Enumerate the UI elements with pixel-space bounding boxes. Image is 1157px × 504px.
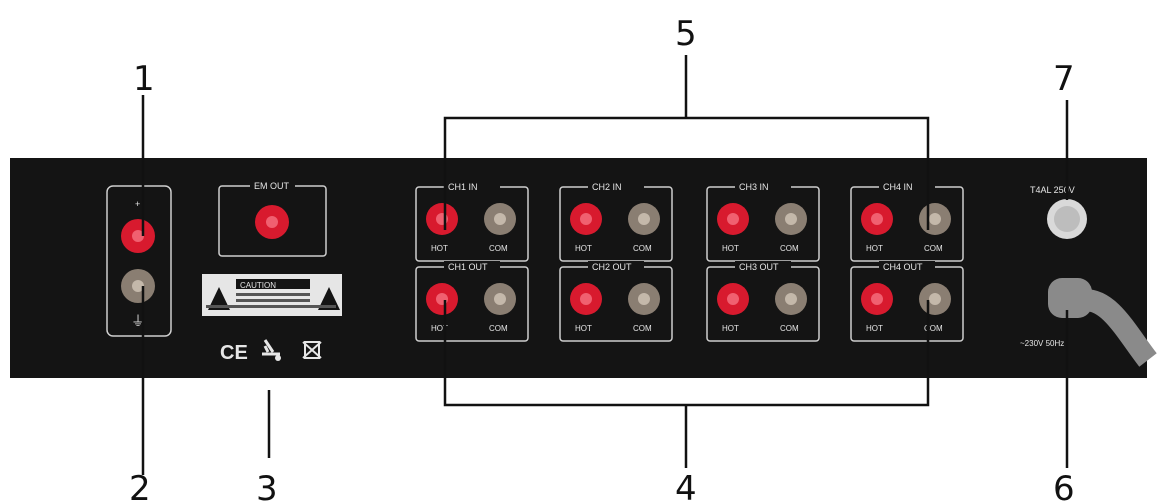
terminal-core <box>580 293 592 305</box>
bin-icon <box>302 341 322 359</box>
caution-label-plate: CAUTION <box>202 274 342 316</box>
hot-label: HOT <box>722 324 739 333</box>
terminal-core <box>871 293 883 305</box>
ground-icon: ⏚ <box>131 313 145 329</box>
terminal-core <box>638 213 650 225</box>
terminal-core <box>494 213 506 225</box>
com-label: COM <box>780 244 799 253</box>
terminal-core <box>494 293 506 305</box>
channel-label: CH1 OUT <box>448 262 488 272</box>
callout-number-1: 1 <box>133 59 155 99</box>
callout-number-5: 5 <box>675 14 697 54</box>
channel-label: CH2 IN <box>592 182 622 192</box>
mains-voltage-label: ~230V 50Hz <box>1020 339 1064 348</box>
terminal-core <box>727 293 739 305</box>
power-cord-strain-relief <box>1048 278 1092 318</box>
power-input-plus-label: + <box>135 199 140 209</box>
terminal-core <box>785 213 797 225</box>
caution-text: CAUTION <box>240 281 276 290</box>
fuse-group: T4AL 250V <box>1030 185 1087 239</box>
callout-lines <box>141 55 1069 475</box>
hot-label: HOT <box>575 324 592 333</box>
ch-in-block-2: CH2 IN HOT COM <box>559 181 673 262</box>
weee-icon <box>262 339 281 361</box>
com-label: COM <box>924 244 943 253</box>
com-label: COM <box>489 244 508 253</box>
hot-label: HOT <box>431 244 448 253</box>
com-label: COM <box>489 324 508 333</box>
callout-number-4: 4 <box>675 469 697 504</box>
terminal-core <box>638 293 650 305</box>
power-cord <box>1083 289 1157 367</box>
certification-marks: CE <box>220 339 322 364</box>
hot-label: HOT <box>431 324 448 333</box>
ch-out-block-1: CH1 OUT HOT COM <box>415 261 529 342</box>
ch-in-block-1: CH1 IN HOT COM <box>415 181 529 262</box>
callout-number-6: 6 <box>1053 469 1075 504</box>
channel-label: CH3 IN <box>739 182 769 192</box>
hot-label: HOT <box>575 244 592 253</box>
terminal-core <box>580 213 592 225</box>
com-label: COM <box>780 324 799 333</box>
hot-label: HOT <box>866 324 883 333</box>
em-out-group: EM OUT <box>218 180 327 257</box>
hot-label: HOT <box>722 244 739 253</box>
power-input-group: + ⏚ <box>106 185 172 337</box>
ch-out-block-2: CH2 OUT HOT COM <box>559 261 673 342</box>
channel-label: CH1 IN <box>448 182 478 192</box>
terminal-core <box>929 293 941 305</box>
com-label: COM <box>924 324 943 333</box>
ce-mark: CE <box>220 342 248 364</box>
callout-number-2: 2 <box>129 469 151 504</box>
rear-panel <box>10 158 1147 378</box>
hot-label: HOT <box>866 244 883 253</box>
callout-number-7: 7 <box>1053 59 1075 99</box>
channel-label: CH4 IN <box>883 182 913 192</box>
fuse-rating-label: T4AL 250V <box>1030 185 1075 195</box>
mains-cord-group: ~230V 50Hz <box>1020 278 1157 367</box>
terminal-core <box>727 213 739 225</box>
channel-label: CH2 OUT <box>592 262 632 272</box>
ch-out-block-3: CH3 OUT HOT COM <box>706 261 820 342</box>
em-out-label: EM OUT <box>254 181 290 191</box>
com-label: COM <box>633 244 652 253</box>
terminal-core <box>785 293 797 305</box>
callout-number-3: 3 <box>256 469 278 504</box>
terminal-core <box>929 213 941 225</box>
channel-label: CH4 OUT <box>883 262 923 272</box>
channel-label: CH3 OUT <box>739 262 779 272</box>
terminal-core <box>871 213 883 225</box>
ch-in-block-3: CH3 IN HOT COM <box>706 181 820 262</box>
com-label: COM <box>633 324 652 333</box>
